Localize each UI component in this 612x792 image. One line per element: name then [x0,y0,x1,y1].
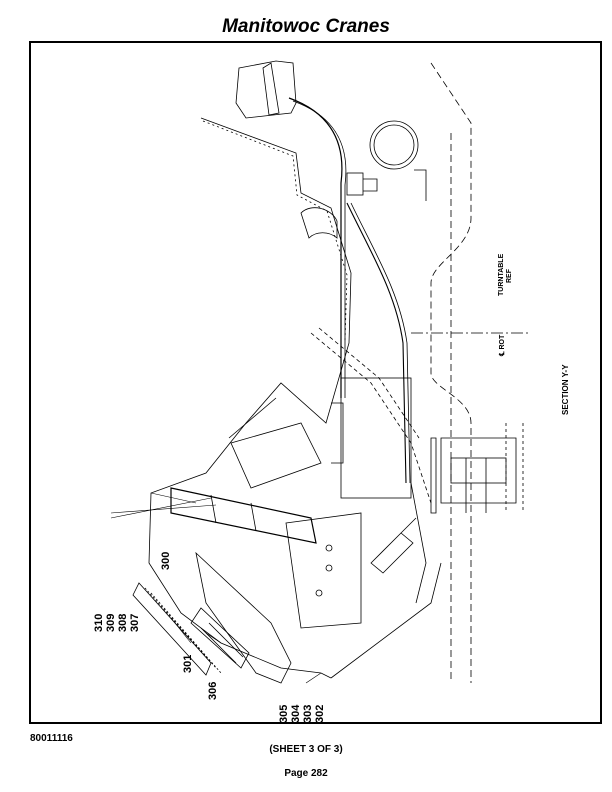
turntable-ref-label-1: TURNTABLE [498,253,505,296]
jack-post [430,437,437,514]
upper-arm [230,422,322,489]
pipe-main [288,97,343,398]
document-number: 80011116 [30,733,73,744]
grating [132,582,212,676]
page-number: Page 282 [284,768,328,779]
callout-310: 310 [93,614,105,632]
lever [370,532,414,574]
callout-305: 305 [278,705,290,723]
drawing-frame: 310 309 308 307 300 301 306 305 304 303 … [29,41,602,724]
callout-302: 302 [314,705,326,723]
elbow [300,207,338,239]
callout-309: 309 [105,614,117,632]
callout-306: 306 [207,682,219,700]
valve-top [346,172,364,196]
lower-plate [285,512,362,629]
page-header-title: Manitowoc Cranes [222,16,390,37]
callout-303: 303 [302,705,314,723]
body-outline-inner [202,120,348,342]
turntable-ref-dashed [430,62,472,683]
bucket [195,551,292,684]
mid-block [340,377,412,499]
callout-304: 304 [290,704,302,723]
hydraulic-cylinder [170,487,317,544]
section-label: SECTION Y-Y [561,364,570,415]
rotation-label: ℄ ROT [498,334,506,357]
sheet-indicator: (SHEET 3 OF 3) [269,744,343,755]
pad [190,607,250,669]
technical-drawing: 310 309 308 307 300 301 306 305 304 303 … [93,60,570,723]
body-outline [148,117,352,679]
callout-300: 300 [160,552,172,570]
callout-307: 307 [129,614,141,632]
callout-308: 308 [117,614,129,632]
cab-top [235,60,297,119]
callout-301: 301 [182,655,194,673]
pipe-curve [346,202,407,484]
round-port [369,120,419,170]
turntable-ref-label-2: REF [506,268,513,283]
